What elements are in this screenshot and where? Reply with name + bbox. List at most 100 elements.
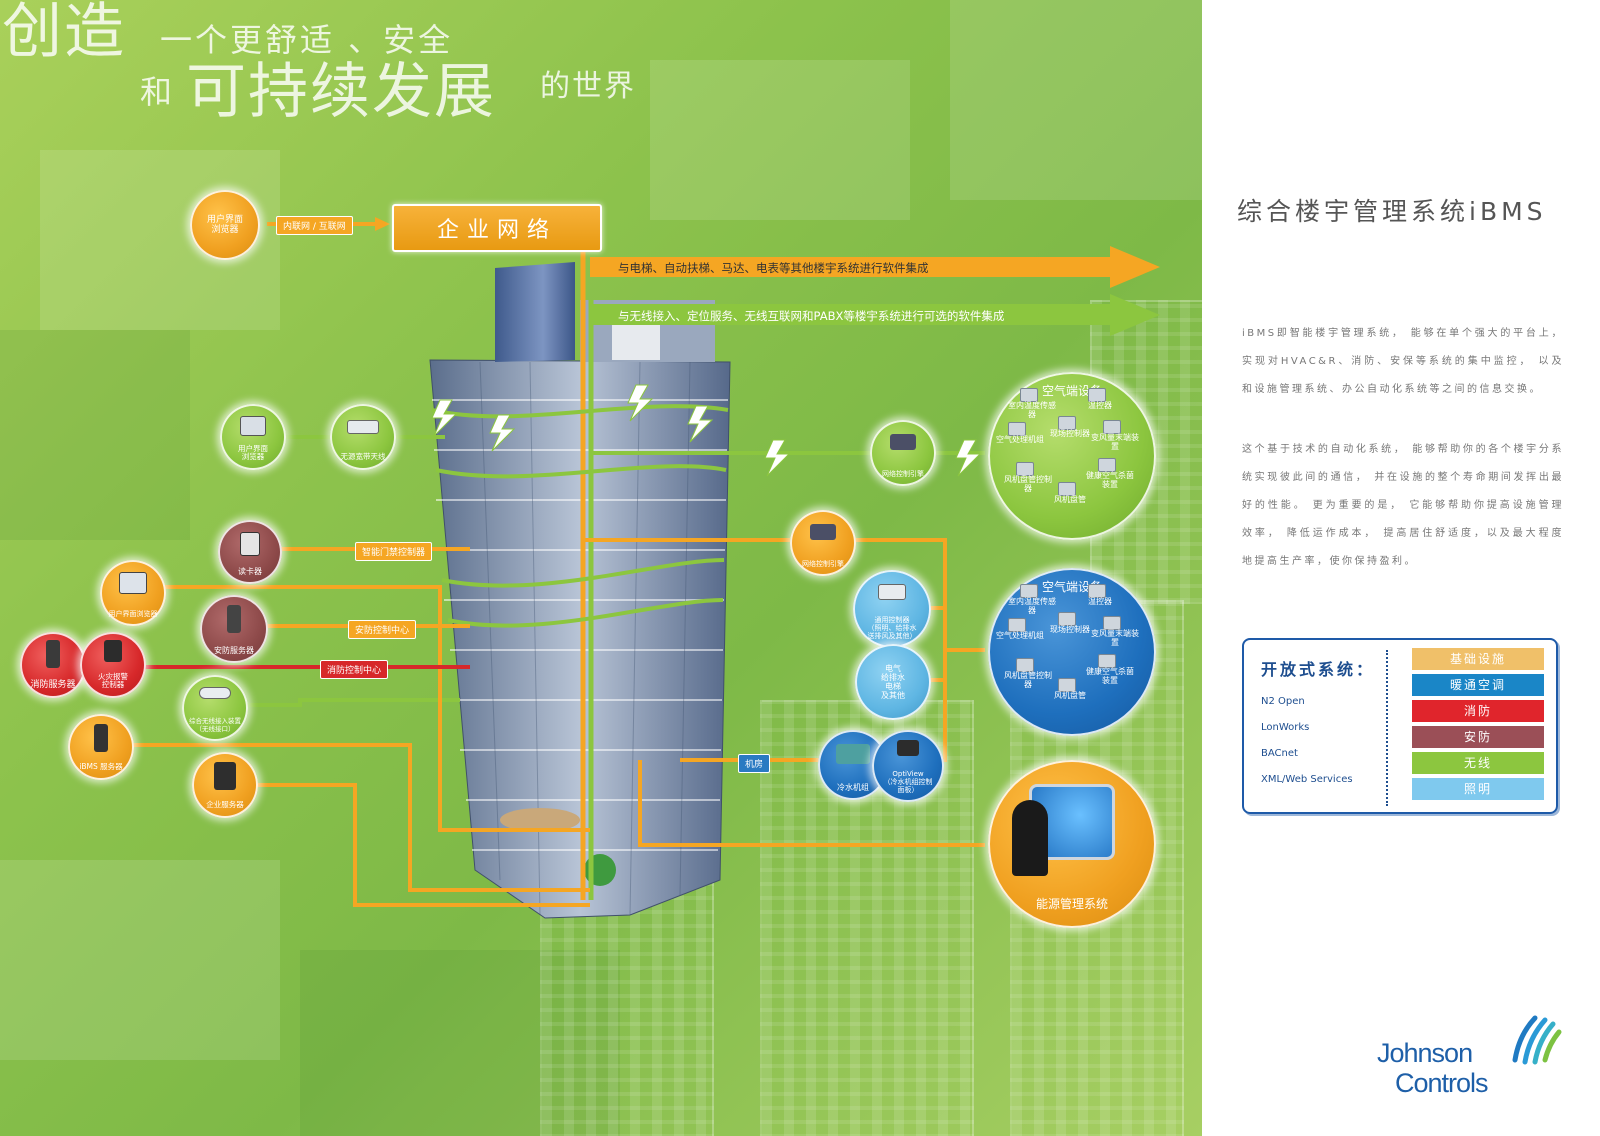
logo-word-2: Controls <box>1395 1068 1489 1098</box>
enterprise-network-box[interactable]: 企业网络 <box>392 204 602 252</box>
air-terminal-title: 空气端设备 <box>1041 384 1102 398</box>
air-terminal-title-2: 空气端设备 <box>1041 580 1102 594</box>
sidebar-title: 综合楼宇管理系统iBMS <box>1237 197 1547 226</box>
equipment-icon <box>1103 616 1121 630</box>
optiview-label: OptiView （冷水机组控制 面板） <box>883 769 933 794</box>
sidebar-paragraph-1: iBMS即智能楼宇管理系统， 能够在单个强大的平台上，实现对HVAC&R、消防、… <box>1242 328 1564 395</box>
equipment-label: 温控器 <box>1088 401 1112 410</box>
net-ctrl-2-node[interactable]: 网络控制引擎 <box>790 510 856 576</box>
arrow-orange <box>590 246 1160 288</box>
headline-rest-1: 一个更舒适 、安全 <box>160 21 454 59</box>
electrical-label: 电气 给排水 电梯 及其他 <box>881 663 905 701</box>
equipment-icon <box>1058 678 1076 692</box>
fire-server-label: 消防服务器 <box>30 679 76 690</box>
ibms-server-label: iBMS 服务器 <box>79 762 123 772</box>
server-icon <box>227 605 241 633</box>
protocol-xml: XML/Web Services <box>1261 774 1353 785</box>
fire-center-tag: 消防控制中心 <box>320 660 389 679</box>
optiview-node[interactable]: OptiView （冷水机组控制 面板） <box>872 730 944 802</box>
electrical-node[interactable]: 电气 给排水 电梯 及其他 <box>855 644 931 720</box>
door-ctrl-tag: 智能门禁控制器 <box>355 542 433 561</box>
equipment-label: 室内温度传感器 <box>1008 401 1056 419</box>
laptop-icon <box>240 416 266 436</box>
arrow1-text: 与电梯、自动扶梯、马达、电表等其他楼宇系统进行软件集成 <box>618 261 929 275</box>
wireless-access-node[interactable]: 综合无线接入装置 （无线接口） <box>182 675 248 741</box>
air-terminal-blue[interactable]: 空气端设备 <box>988 568 1156 736</box>
net-ctrl-1-node[interactable]: 网络控制引擎 <box>870 420 936 486</box>
legend-box: 开放式系统： N2 Open LonWorks BACnet XML/Web S… <box>1242 638 1558 814</box>
diagram-connectors <box>130 217 1160 919</box>
bg-block <box>950 0 1202 200</box>
sidebar-paragraph-2: 这个基于技术的自动化系统， 能够帮助你的各个楼宇分系统实现彼此间的通信， 并在设… <box>1242 444 1564 567</box>
generic-ctrl-label: 通用控制器 （照明、给排水 送排风及其他） <box>867 615 917 640</box>
intranet-tag: 内联网 / 互联网 <box>276 216 353 235</box>
energy-node[interactable]: 能源管理系统 <box>988 760 1156 928</box>
air-terminal-green[interactable]: 空气端设备 <box>988 372 1156 540</box>
protocol-lonworks: LonWorks <box>1261 722 1310 733</box>
enterprise-network-label: 企业网络 <box>436 218 557 243</box>
legend-swatch: 消防 <box>1412 700 1544 722</box>
wireless-access-label: 综合无线接入装置 （无线接口） <box>189 717 241 733</box>
legend-swatch: 无线 <box>1412 752 1544 774</box>
net-ctrl-2-label: 网络控制引擎 <box>802 559 844 568</box>
johnson-controls-logo: Johnson Controls <box>1377 1010 1577 1110</box>
wireless-ap-label: 无源宽带天线 <box>340 452 386 462</box>
headline-big-1: 创造 <box>2 0 126 67</box>
enterprise-server-node[interactable]: 企业服务器 <box>192 752 258 818</box>
server-icon <box>46 640 60 668</box>
ibms-server-node[interactable]: iBMS 服务器 <box>68 714 134 780</box>
server-icon <box>94 724 108 752</box>
arrow-green <box>590 294 1160 336</box>
fire-server-node[interactable]: 消防服务器 <box>20 632 86 698</box>
protocol-bacnet: BACnet <box>1261 748 1298 759</box>
legend-swatch: 暖通空调 <box>1412 674 1544 696</box>
headline-small-2: 和 <box>140 73 173 111</box>
browser-green-label: 用户界面 浏览器 <box>238 443 268 462</box>
equipment-icon <box>1088 584 1106 598</box>
bg-block <box>0 860 280 1060</box>
panel-icon <box>897 740 919 756</box>
equipment-icon <box>1016 462 1034 476</box>
wireless-ap-node[interactable]: 无源宽带天线 <box>330 404 396 470</box>
equipment-label: 健康空气杀菌装置 <box>1086 667 1134 685</box>
alarm-panel-icon <box>104 640 122 662</box>
equipment-label: 风机盘管 <box>1054 691 1086 700</box>
diagram-panel: 创造 一个更舒适 、安全 和 可持续发展 的世界 <box>0 0 1202 1136</box>
legend-swatch: 基础设施 <box>1412 648 1544 670</box>
info-panel: 综合楼宇管理系统iBMS iBMS即智能楼宇管理系统， 能够在单个强大的平台上，… <box>1202 0 1600 1136</box>
operator-icon <box>1012 800 1048 876</box>
security-server-node[interactable]: 安防服务器 <box>200 595 268 663</box>
enterprise-server-label: 企业服务器 <box>206 800 244 810</box>
bg-block <box>0 330 190 540</box>
equipment-label: 健康空气杀菌装置 <box>1086 471 1134 489</box>
chiller-icon <box>836 744 870 764</box>
building <box>429 262 731 919</box>
equipment-label: 现场控制器 <box>1050 625 1090 634</box>
equipment-icon <box>1008 618 1026 632</box>
card-reader-icon <box>240 532 260 556</box>
equipment-icon <box>1020 584 1038 598</box>
equipment-icon <box>1058 482 1076 496</box>
generic-ctrl-node[interactable]: 通用控制器 （照明、给排水 送排风及其他） <box>853 570 931 648</box>
top-browser-node[interactable]: 用户界面 浏览器 <box>190 190 260 260</box>
equipment-icon <box>1008 422 1026 436</box>
fire-panel-node[interactable]: 火灾报警 控制器 <box>80 632 146 698</box>
equipment-label: 风机盘管控制器 <box>1004 671 1052 689</box>
user-browser-node[interactable]: 用户界面浏览器 <box>100 560 166 626</box>
antenna-icon <box>347 420 379 434</box>
equipment-label: 空气处理机组 <box>996 631 1044 640</box>
logo-word-1: Johnson <box>1377 1038 1473 1068</box>
equipment-icon <box>1098 654 1116 668</box>
equipment-label: 风机盘管 <box>1054 495 1086 504</box>
user-browser-label: 用户界面浏览器 <box>108 609 158 618</box>
equipment-icon <box>1058 612 1076 626</box>
equipment-label: 风机盘管控制器 <box>1004 475 1052 493</box>
card-reader-node[interactable]: 读卡器 <box>218 520 282 584</box>
legend-swatch: 照明 <box>1412 778 1544 800</box>
laptop-icon <box>119 572 147 594</box>
browser-green-node[interactable]: 用户界面 浏览器 <box>220 404 286 470</box>
controller-icon <box>810 524 836 540</box>
security-center-tag: 安防控制中心 <box>348 620 417 639</box>
equipment-label: 温控器 <box>1088 597 1112 606</box>
energy-label: 能源管理系统 <box>1035 897 1108 912</box>
